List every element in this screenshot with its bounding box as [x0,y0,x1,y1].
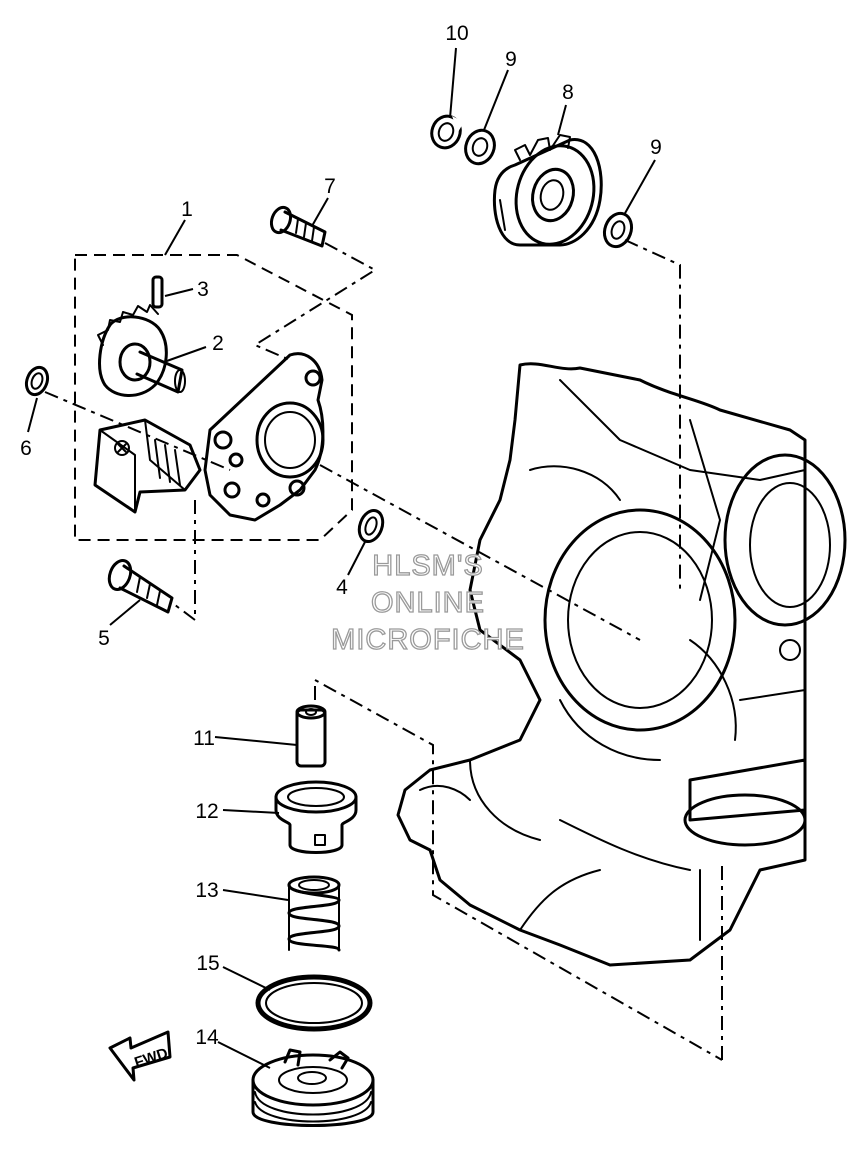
callout-14: 14 [195,1026,219,1049]
callout-3: 3 [197,278,209,301]
o-ring-part-4 [357,509,385,543]
callout-12: 12 [195,800,218,823]
watermark-line-2: ONLINE [371,587,485,619]
callout-7: 7 [324,175,336,198]
alignment-lines [44,239,723,1061]
watermark-line-1: HLSM'S [372,550,483,582]
watermark: HLSM'S ONLINE MICROFICHE [331,549,525,656]
circlip-part-10 [430,114,464,150]
callout-9-lower: 9 [650,136,662,159]
pipe-part-11 [295,704,327,768]
crankcase-housing [396,362,847,967]
callout-1: 1 [181,198,193,221]
fwd-label: FWD [132,1045,170,1072]
callout-11: 11 [193,727,215,750]
callout-9-upper: 9 [505,48,517,71]
dowel-pin-part-3 [151,275,164,309]
callout-2: 2 [212,332,224,355]
gear-part-8 [492,134,603,247]
assembly-boundary [74,254,353,541]
pump-gear-part-2 [97,304,186,397]
callout-4: 4 [336,576,348,599]
callout-8: 8 [562,81,574,104]
bolt-part-5 [107,558,174,614]
bolt-part-7 [269,205,327,248]
callout-10: 10 [445,22,468,45]
drain-plug-part-14 [251,1048,375,1127]
fwd-arrow-icon: FWD [108,1030,172,1082]
watermark-line-3: MICROFICHE [331,624,525,656]
callout-13: 13 [195,879,218,902]
callout-6: 6 [20,437,32,460]
o-ring-part-15 [255,974,373,1032]
callout-15: 15 [196,952,219,975]
callout-leaders [27,47,656,1069]
o-ring-part-6 [24,365,50,397]
strainer-part-12 [274,780,358,854]
callout-5: 5 [98,627,110,650]
callout-numbers: 10 9 8 9 7 1 3 2 6 4 5 11 12 13 15 14 [20,22,662,1049]
washer-part-9-lower [602,211,634,249]
spring-part-13 [287,875,341,952]
washer-part-9-upper [464,128,496,166]
oil-pump-body-part-1 [93,352,325,522]
